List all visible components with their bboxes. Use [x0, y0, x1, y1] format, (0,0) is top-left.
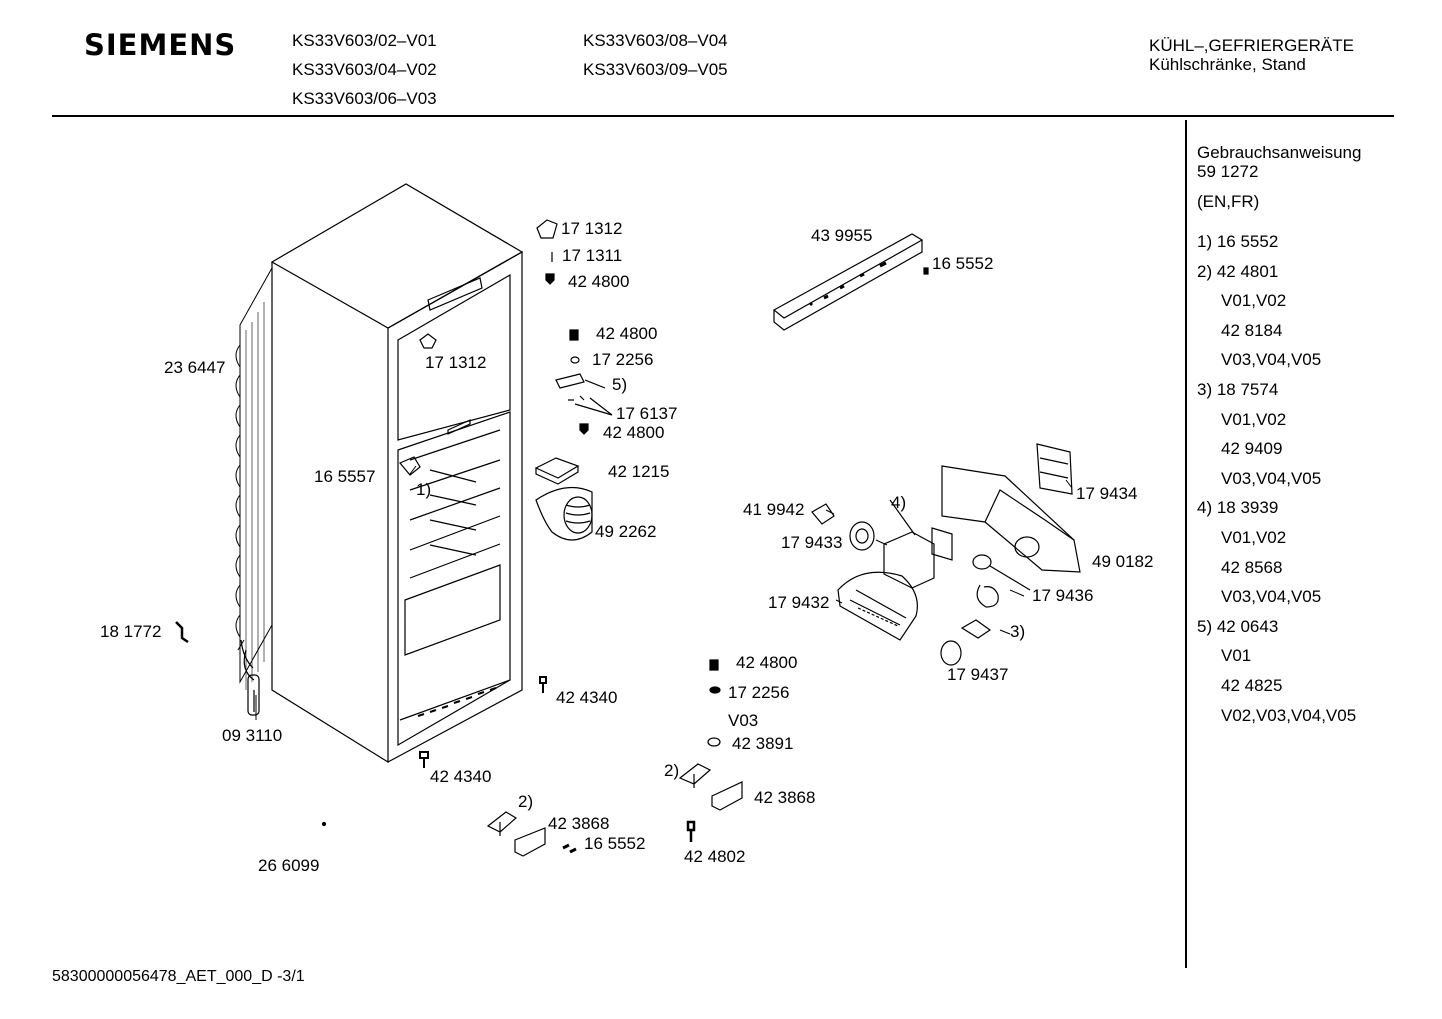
footnote-line: V03,V04,V05: [1221, 587, 1322, 606]
part-label: 17 9436: [1032, 586, 1094, 605]
part-label: 41 9942: [743, 500, 805, 519]
footnote-line: 42 8568: [1221, 558, 1283, 577]
part-label: 17 9432: [768, 593, 830, 612]
footnote-line: 3) 18 7574: [1197, 380, 1279, 399]
lamp-box-drawing: [534, 457, 580, 485]
footnote-line: 4) 18 3939: [1197, 498, 1279, 517]
foot-bracket-drawing-2: [678, 659, 743, 842]
part-label: 42 3891: [732, 734, 794, 753]
model-number: KS33V603/08–V04: [583, 31, 728, 50]
category-line: KÜHL–,GEFRIERGERÄTE: [1149, 36, 1354, 55]
part-label: 16 5557: [314, 467, 376, 486]
manual-languages: (EN,FR): [1197, 192, 1260, 211]
reference-marker: 5): [612, 375, 628, 394]
part-label: 09 3110: [222, 726, 283, 745]
reference-marker: 4): [891, 493, 907, 512]
category-line: Kühlschränke, Stand: [1149, 55, 1306, 74]
sidebar-divider: [1185, 120, 1187, 968]
sensor-drawing: [811, 503, 835, 525]
variant-label: V03: [728, 711, 759, 730]
part-label: 17 9437: [947, 665, 1009, 684]
fan-duct-drawing: [535, 486, 593, 541]
footnote-line: 5) 42 0643: [1197, 617, 1279, 636]
part-label: 17 1312: [561, 219, 623, 238]
reference-marker: 3): [1010, 622, 1026, 641]
bracket-drawing: [175, 621, 189, 644]
part-label: 17 9433: [781, 533, 843, 552]
part-label: 17 2256: [728, 683, 790, 702]
reference-marker: 2): [518, 792, 534, 811]
marker-dot: [321, 821, 327, 827]
part-label: 17 2256: [592, 350, 654, 369]
foot-bracket-drawing: [486, 811, 577, 857]
exploded-view-diagram: [175, 183, 1081, 857]
footnote-line: V03,V04,V05: [1221, 350, 1322, 369]
hinge-parts-drawing: [536, 219, 613, 435]
part-label: 23 6447: [164, 358, 226, 377]
part-label: 16 5552: [584, 834, 646, 853]
fridge-cabinet-drawing: [270, 183, 524, 764]
part-label: 42 4800: [596, 324, 658, 343]
control-panel-drawing: [772, 233, 929, 331]
model-number: KS33V603/09–V05: [583, 60, 728, 79]
part-label: 49 2262: [595, 522, 657, 541]
model-number: KS33V603/04–V02: [292, 60, 437, 79]
footnote-line: 42 4825: [1221, 676, 1283, 695]
header-divider: [52, 115, 1394, 117]
part-label: 42 4340: [556, 688, 618, 707]
model-number: KS33V603/02–V01: [292, 31, 437, 50]
manual-number: 59 1272: [1197, 162, 1259, 181]
model-list-1: KS33V603/02–V01 KS33V603/04–V02 KS33V603…: [292, 26, 437, 113]
air-duct-drawing: [941, 465, 1081, 573]
filter-drier-drawing: [240, 639, 260, 716]
model-list-2: KS33V603/08–V04 KS33V603/09–V05: [583, 26, 728, 84]
part-label: 17 6137: [616, 404, 678, 423]
part-label: 42 4800: [568, 272, 630, 291]
footnote-line: 1) 16 5552: [1197, 232, 1279, 251]
footnote-line: V03,V04,V05: [1221, 469, 1322, 488]
brand-logo: SIEMENS: [84, 28, 237, 62]
reference-marker: 2): [664, 761, 680, 780]
screw-drawing: [419, 676, 547, 768]
footnote-line: 42 9409: [1221, 439, 1283, 458]
footnote-line: 42 8184: [1221, 321, 1283, 340]
part-label: 26 6099: [258, 856, 320, 875]
part-label: 42 1215: [608, 462, 670, 481]
lamp-cover-drawing: [837, 571, 918, 641]
footnote-line: V02,V03,V04,V05: [1221, 706, 1357, 725]
part-label: 43 9955: [811, 226, 873, 245]
document-id: 58300000056478_AET_000_D -3/1: [52, 968, 305, 985]
part-label: 42 4340: [430, 767, 492, 786]
footnote-line: V01,V02: [1221, 528, 1287, 547]
part-label: 49 0182: [1092, 552, 1154, 571]
part-label: 18 1772: [100, 622, 162, 641]
footnote-line: V01,V02: [1221, 291, 1287, 310]
part-label: 42 4802: [684, 847, 746, 866]
lamp-holder-drawing: [960, 554, 1031, 639]
footnote-line: 2) 42 4801: [1197, 262, 1279, 281]
part-label: 17 1312: [425, 353, 487, 372]
leader-lines: [237, 465, 1073, 720]
reference-marker: 1): [416, 480, 432, 499]
part-label: 42 3868: [548, 814, 610, 833]
part-label: 17 1311: [562, 246, 623, 265]
evaporator-cover-drawing: [1036, 443, 1073, 495]
part-label: 42 4800: [736, 653, 798, 672]
footnote-line: V01: [1221, 646, 1252, 665]
lamp-bulb-drawing: [940, 640, 962, 666]
category: KÜHL–,GEFRIERGERÄTE Kühlschränke, Stand: [1149, 36, 1354, 74]
part-label: 42 4800: [603, 423, 665, 442]
part-label: 17 9434: [1076, 484, 1138, 503]
thermostat-knob-drawing: [849, 521, 875, 551]
model-number: KS33V603/06–V03: [292, 89, 437, 108]
thermostat-drawing: [883, 499, 953, 589]
part-label: 16 5552: [932, 254, 994, 273]
footnote-line: V01,V02: [1221, 410, 1287, 429]
part-label: 42 3868: [754, 788, 816, 807]
manual-title: Gebrauchsanweisung: [1197, 143, 1362, 162]
